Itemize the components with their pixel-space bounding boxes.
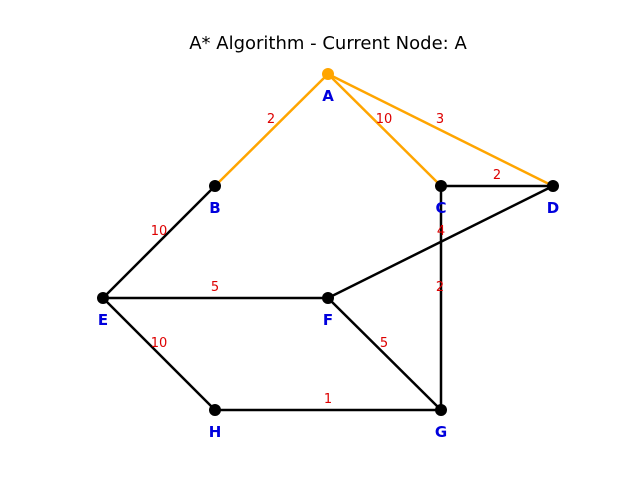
node-d — [547, 180, 559, 192]
nodes-layer — [97, 68, 559, 416]
edge-weight-e-f: 5 — [211, 280, 219, 295]
node-label-b: B — [209, 199, 220, 217]
node-label-a: A — [322, 87, 334, 105]
labels-layer: 2 10 3 10 2 2 4 5 10 5 1 A B C D E F G H — [98, 87, 559, 441]
edge-weight-a-d: 3 — [436, 112, 444, 127]
edge-b-e — [102, 185, 216, 299]
edge-a-c — [327, 73, 442, 187]
edge-a-b — [214, 73, 329, 187]
node-c — [435, 180, 447, 192]
edges-layer — [102, 72, 554, 412]
edge-f-g — [327, 297, 442, 411]
node-label-f: F — [323, 311, 333, 329]
edge-d-f — [327, 184, 554, 300]
node-label-c: C — [435, 199, 446, 217]
node-h — [209, 404, 221, 416]
diagram-title: A* Algorithm - Current Node: A — [189, 33, 467, 54]
node-f — [322, 292, 334, 304]
node-e — [97, 292, 109, 304]
edge-weight-a-b: 2 — [267, 112, 275, 127]
edge-weight-d-f: 4 — [437, 224, 445, 239]
node-g — [435, 404, 447, 416]
edge-e-h — [102, 297, 216, 411]
node-label-e: E — [98, 311, 108, 329]
node-b — [209, 180, 221, 192]
node-label-h: H — [209, 423, 222, 441]
edge-weight-b-e: 10 — [151, 224, 168, 239]
edge-weight-f-g: 5 — [380, 336, 388, 351]
edge-a-d — [327, 72, 554, 188]
node-label-g: G — [435, 423, 447, 441]
edge-weight-c-d: 2 — [493, 168, 501, 183]
edge-weight-h-g: 1 — [324, 392, 332, 407]
edge-weight-c-g: 2 — [436, 280, 444, 295]
edge-weight-a-c: 10 — [376, 112, 393, 127]
edge-weight-e-h: 10 — [151, 336, 168, 351]
node-a — [322, 68, 334, 80]
node-label-d: D — [547, 199, 559, 217]
